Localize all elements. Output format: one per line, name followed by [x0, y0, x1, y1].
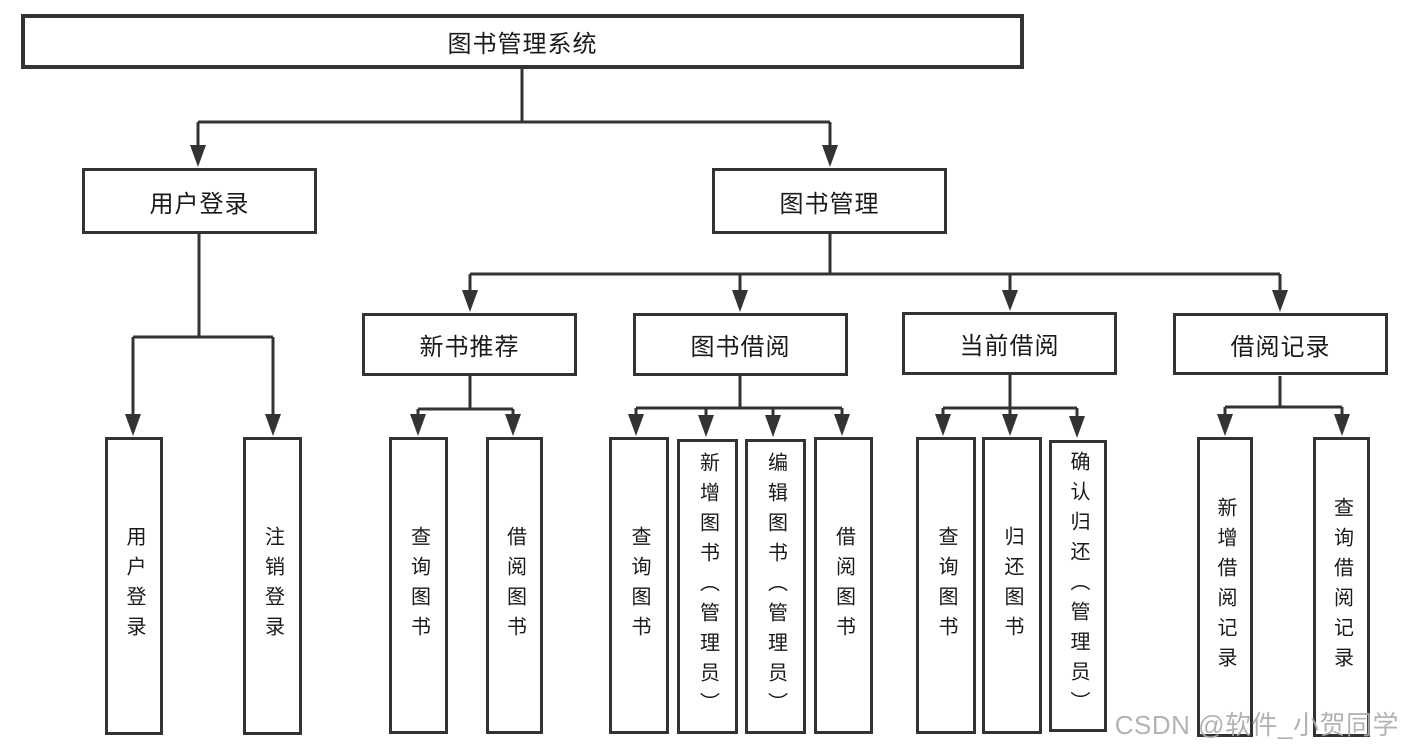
connector-book-borrow-group: [634, 376, 844, 420]
node-borrow-record: 借阅记录: [1173, 313, 1388, 375]
leaf-edit-books-admin-label: 编辑图书（管理员）: [764, 451, 787, 722]
arrowhead: [505, 414, 521, 436]
arrowhead: [834, 414, 850, 436]
leaf-query-books-3: 查询图书: [916, 437, 976, 734]
leaf-return-books-label: 归还图书: [1001, 525, 1023, 646]
leaf-add-borrow-record-label: 新增借阅记录: [1214, 497, 1236, 677]
node-book-borrow-label: 图书借阅: [690, 334, 791, 361]
connector-new-book-group: [416, 376, 515, 420]
arrowhead: [1002, 414, 1018, 436]
connector-root-to-level2: [196, 69, 832, 150]
leaf-logout-label: 注销登录: [261, 526, 284, 646]
leaf-borrow-books-1-label: 借阅图书: [503, 525, 526, 646]
leaf-add-books-admin-label: 新增图书（管理员）: [696, 451, 719, 722]
node-current-borrow-label: 当前借阅: [959, 333, 1060, 360]
connector-book-mgmt-to-level3: [468, 234, 1282, 295]
leaf-query-books-2: 查询图书: [609, 437, 669, 734]
node-book-management-label: 图书管理: [779, 190, 880, 218]
leaf-confirm-return-admin: 确认归还（管理员）: [1049, 440, 1107, 732]
arrowhead: [732, 290, 748, 312]
leaf-add-borrow-record: 新增借阅记录: [1197, 437, 1253, 737]
leaf-query-borrow-record-label: 查询借阅记录: [1330, 497, 1353, 677]
node-book-borrow: 图书借阅: [633, 313, 848, 376]
leaf-query-books-1: 查询图书: [389, 437, 448, 734]
arrowhead: [265, 414, 281, 436]
leaf-query-books-3-label: 查询图书: [935, 525, 957, 646]
arrowhead: [1272, 290, 1288, 312]
node-user-login: 用户登录: [82, 168, 317, 234]
arrowhead: [935, 414, 951, 436]
arrowheads: [125, 145, 1350, 438]
arrowhead: [628, 414, 644, 436]
arrowhead: [125, 414, 141, 436]
leaf-query-books-1-label: 查询图书: [407, 525, 430, 646]
node-current-borrow: 当前借阅: [902, 312, 1117, 375]
arrowhead: [410, 414, 426, 436]
connector-user-login-group: [131, 234, 275, 420]
leaf-borrow-books-2: 借阅图书: [814, 437, 873, 734]
arrowhead: [190, 145, 206, 167]
leaf-return-books: 归还图书: [982, 437, 1042, 734]
leaf-borrow-books-1: 借阅图书: [486, 437, 543, 734]
leaf-logout: 注销登录: [243, 437, 302, 735]
leaf-edit-books-admin: 编辑图书（管理员）: [745, 439, 806, 734]
leaf-query-borrow-record: 查询借阅记录: [1313, 437, 1370, 737]
node-book-management: 图书管理: [712, 168, 947, 234]
node-root: 图书管理系统: [21, 14, 1024, 69]
node-new-book-recommend: 新书推荐: [362, 313, 577, 376]
arrowhead: [765, 415, 781, 437]
leaf-confirm-return-admin-label: 确认归还（管理员）: [1067, 451, 1089, 721]
node-new-book-recommend-label: 新书推荐: [419, 334, 520, 361]
connector-strokes: [131, 69, 1344, 420]
connector-current-borrow-group: [941, 374, 1079, 420]
connector-borrow-record-group: [1223, 376, 1344, 420]
leaf-user-login: 用户登录: [105, 437, 163, 735]
node-borrow-record-label: 借阅记录: [1230, 333, 1331, 361]
leaf-add-books-admin: 新增图书（管理员）: [677, 439, 738, 734]
arrowhead: [1334, 414, 1350, 436]
node-user-login-label: 用户登录: [149, 190, 250, 218]
leaf-query-books-2-label: 查询图书: [628, 525, 650, 646]
arrowhead: [1002, 290, 1018, 311]
arrowhead: [462, 290, 478, 312]
leaf-borrow-books-2-label: 借阅图书: [832, 525, 855, 646]
arrowhead: [1069, 416, 1085, 438]
arrowhead: [822, 145, 838, 167]
arrowhead: [698, 415, 714, 437]
leaf-user-login-label: 用户登录: [123, 526, 145, 646]
node-root-label: 图书管理系统: [447, 31, 598, 58]
arrowhead: [1217, 414, 1233, 436]
